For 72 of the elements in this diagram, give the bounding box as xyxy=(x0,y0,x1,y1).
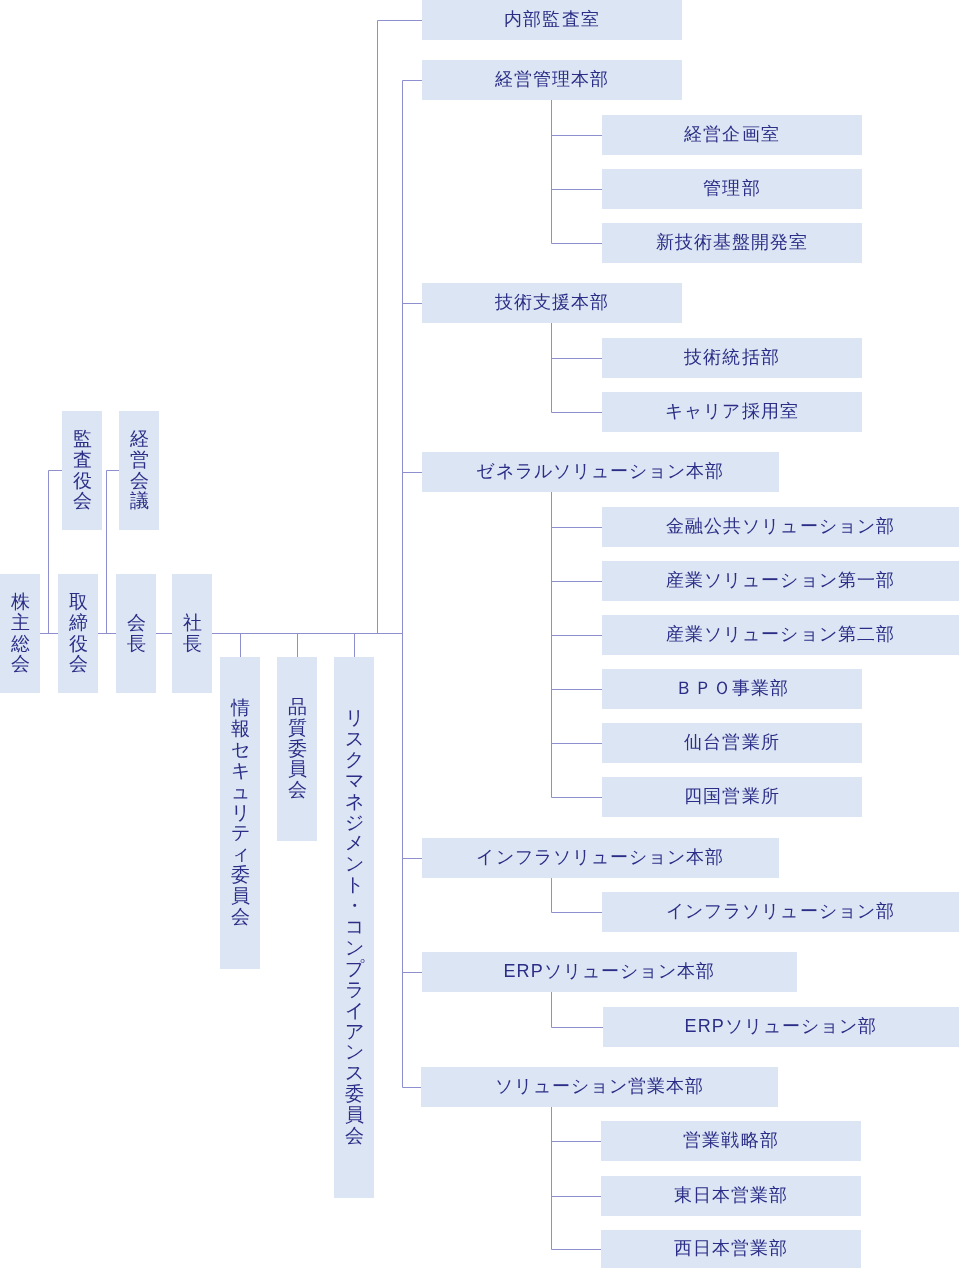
org-unit-box xyxy=(62,411,102,530)
org-unit-box xyxy=(602,777,862,817)
org-unit-box xyxy=(116,574,156,693)
org-unit-box xyxy=(602,223,862,263)
org-unit-box xyxy=(602,561,959,601)
unit-name: 西日本営業部 xyxy=(673,1238,789,1260)
unit-name: ERPソリューション本部 xyxy=(503,961,716,983)
org-unit-box xyxy=(422,952,797,992)
org-unit-box xyxy=(422,0,682,40)
org-unit-box xyxy=(601,1121,861,1161)
unit-name: 経営管理本部 xyxy=(494,69,610,91)
unit-name: 経営会議 xyxy=(129,428,149,513)
unit-name: 新技術基盤開発室 xyxy=(655,232,809,254)
org-unit-box xyxy=(0,574,40,693)
connector-line xyxy=(551,877,603,913)
unit-name: 株主総会 xyxy=(10,591,30,676)
org-unit-box xyxy=(119,411,159,530)
org-unit-box xyxy=(422,452,779,492)
unit-name: 技術支援本部 xyxy=(494,292,610,314)
unit-name: リスクマネジメント・コンプライアンス委員会 xyxy=(344,708,364,1147)
unit-name: インフラソリューション部 xyxy=(666,901,895,923)
unit-name: 技術統括部 xyxy=(684,347,780,369)
unit-name: 情報セキュリティ委員会 xyxy=(230,698,250,928)
org-unit-box xyxy=(602,669,862,709)
connector-line xyxy=(551,1106,602,1250)
connector-line xyxy=(39,633,59,634)
unit-name: 取締役会 xyxy=(68,591,88,676)
unit-name: 社長 xyxy=(182,612,202,655)
unit-name: 四国営業所 xyxy=(684,786,780,808)
org-unit-box xyxy=(422,283,682,323)
unit-name: 品質委員会 xyxy=(287,696,307,802)
org-unit-box xyxy=(601,1176,861,1216)
connector-line xyxy=(551,99,603,244)
org-unit-box xyxy=(601,1230,861,1268)
unit-name: 監査役会 xyxy=(72,428,92,513)
org-unit-box xyxy=(603,1007,959,1047)
unit-name: 金融公共ソリューション部 xyxy=(666,516,895,538)
org-unit-box xyxy=(602,892,959,932)
unit-name: インフラソリューション本部 xyxy=(476,847,725,869)
connector-line xyxy=(551,322,603,413)
unit-name: 産業ソリューション第二部 xyxy=(666,624,895,646)
org-unit-box xyxy=(602,115,862,155)
connector-line xyxy=(155,633,173,634)
unit-name: 経営企画室 xyxy=(684,124,780,146)
org-unit-box xyxy=(602,723,862,763)
unit-name: ERPソリューション部 xyxy=(684,1016,878,1038)
unit-name: 産業ソリューション第一部 xyxy=(666,570,895,592)
unit-name: 内部監査室 xyxy=(504,9,600,31)
unit-name: ＢＰＯ事業部 xyxy=(674,678,790,700)
org-unit-box xyxy=(334,657,374,1198)
org-unit-box xyxy=(220,657,260,969)
unit-name: 仙台営業所 xyxy=(684,732,780,754)
org-unit-box xyxy=(602,392,862,432)
unit-name: ゼネラルソリューション本部 xyxy=(476,461,725,483)
org-unit-box xyxy=(422,60,682,100)
org-unit-box xyxy=(602,338,862,378)
unit-name: ソリューション営業本部 xyxy=(494,1076,705,1098)
unit-name: キャリア採用室 xyxy=(665,401,799,423)
org-unit-box xyxy=(277,657,317,841)
org-unit-box xyxy=(421,1067,778,1107)
connector-line xyxy=(97,633,117,634)
org-unit-box xyxy=(602,615,959,655)
unit-name: 管理部 xyxy=(703,178,761,200)
org-unit-box xyxy=(172,574,212,693)
org-unit-box xyxy=(422,838,779,878)
unit-name: 東日本営業部 xyxy=(673,1185,789,1207)
org-unit-box xyxy=(58,574,98,693)
connector-line xyxy=(551,991,604,1028)
org-unit-box xyxy=(602,169,862,209)
unit-name: 営業戦略部 xyxy=(683,1130,779,1152)
org-unit-box xyxy=(602,507,959,547)
unit-name: 会長 xyxy=(126,612,146,655)
